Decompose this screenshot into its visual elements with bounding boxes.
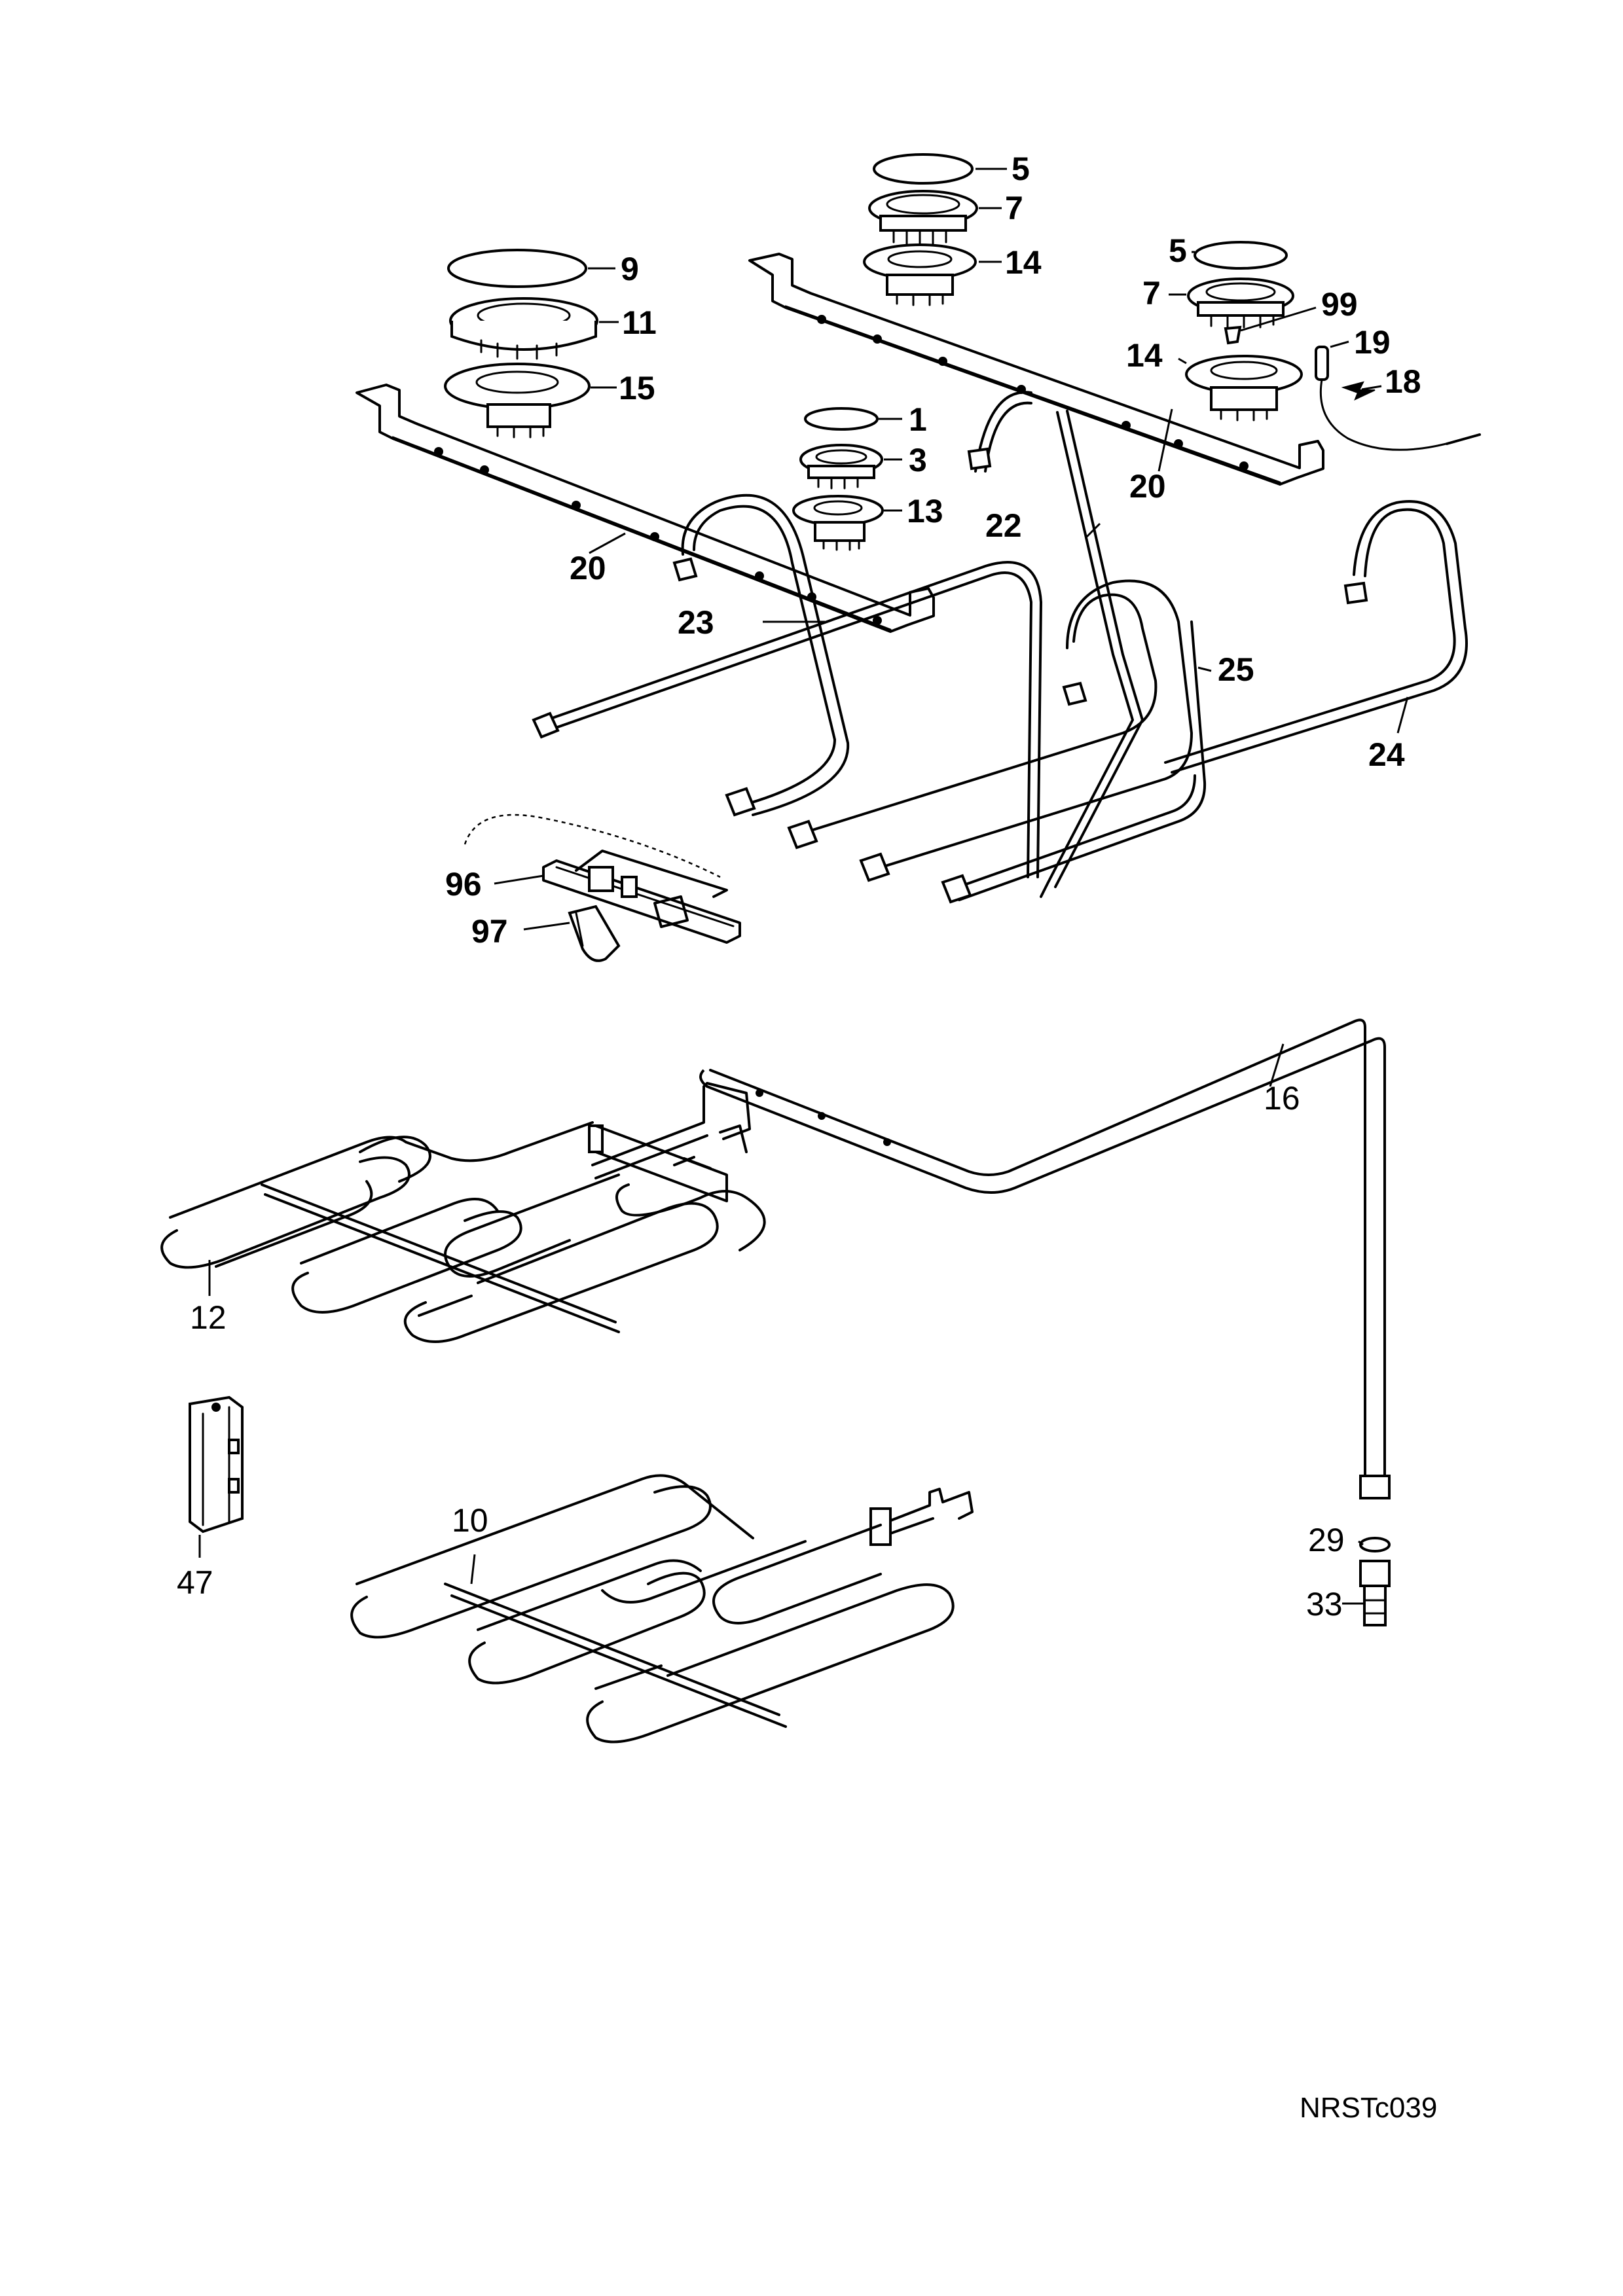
gas-supply-pipe-16 <box>699 1018 1391 1499</box>
callout-96: 96 <box>445 866 482 903</box>
callout-14: 14 <box>1005 244 1042 281</box>
callout-7: 7 <box>1142 275 1161 312</box>
callout-11: 11 <box>622 304 657 341</box>
heating-element-12 <box>160 1082 766 1343</box>
callout-22: 22 <box>985 507 1022 544</box>
callout-20: 20 <box>1129 468 1166 505</box>
gas-pipe-24 <box>1164 500 1468 774</box>
callout-5: 5 <box>1169 232 1187 269</box>
callout-18: 18 <box>1385 363 1421 400</box>
burner-base-15 <box>444 363 591 439</box>
burner-crown-7-top <box>868 190 978 246</box>
burner-base-13 <box>792 495 884 551</box>
burner-crown-3 <box>799 444 883 490</box>
leader-lines <box>198 168 1409 1605</box>
burner-cap-1 <box>804 407 879 431</box>
callout-12: 12 <box>190 1299 227 1336</box>
thermocouple-19 <box>1315 346 1481 451</box>
callout-1: 1 <box>909 401 927 438</box>
support-rail-20-left <box>356 384 935 633</box>
burner-cap-5-right <box>1194 241 1288 270</box>
gas-pipe-23 <box>532 561 1042 878</box>
burner-base-14-top <box>863 243 977 306</box>
callout-9: 9 <box>621 251 639 287</box>
burner-crown-7-right <box>1187 278 1294 329</box>
gas-pipe-center-loop <box>672 493 850 817</box>
callout-25: 25 <box>1218 651 1254 688</box>
burner-crown-11 <box>449 297 598 360</box>
drawing-id: NRSTc039 <box>1300 2092 1437 2124</box>
callout-23: 23 <box>678 604 714 641</box>
component-47 <box>189 1395 244 1534</box>
support-rail-20-right <box>748 253 1324 486</box>
fitting-33 <box>1359 1560 1391 1626</box>
callout-15: 15 <box>619 370 655 406</box>
callout-13: 13 <box>907 493 943 529</box>
callout-19: 19 <box>1354 324 1391 361</box>
callout-99: 99 <box>1321 286 1358 323</box>
callout-14: 14 <box>1126 337 1163 374</box>
burner-cap-5-top <box>873 153 974 185</box>
burner-base-14-right <box>1185 355 1303 422</box>
callout-97: 97 <box>471 913 508 950</box>
injector-99 <box>1224 325 1242 345</box>
callout-16: 16 <box>1264 1080 1300 1117</box>
callout-47: 47 <box>177 1564 213 1601</box>
heating-element-10 <box>350 1474 974 1744</box>
gas-pipe-25 <box>787 579 1207 904</box>
callout-33: 33 <box>1306 1586 1343 1623</box>
gas-pipe-22 <box>967 391 1144 898</box>
callout-5: 5 <box>1012 151 1030 187</box>
callout-labels: 5 7 14 9 11 15 5 7 99 14 19 18 1 3 13 20… <box>177 151 1421 1623</box>
ignition-switch-96 <box>464 814 741 944</box>
washer-29 <box>1359 1537 1391 1552</box>
callout-3: 3 <box>909 442 927 478</box>
callout-10: 10 <box>452 1502 488 1539</box>
burner-cap-9 <box>447 249 587 288</box>
connector-18 <box>1341 381 1376 401</box>
callout-29: 29 <box>1308 1522 1345 1558</box>
callout-7: 7 <box>1005 190 1023 226</box>
callout-24: 24 <box>1368 736 1405 773</box>
callout-20: 20 <box>570 550 606 586</box>
ignition-clip-97 <box>568 905 621 962</box>
